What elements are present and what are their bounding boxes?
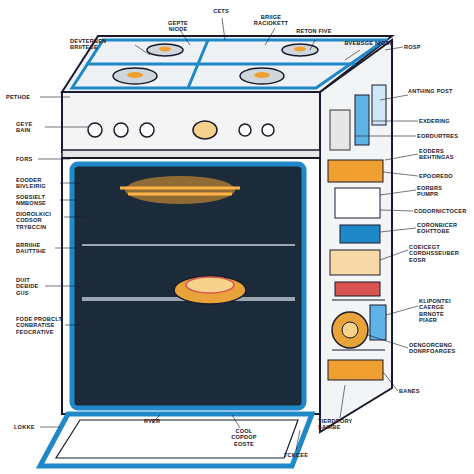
part-label: EXDERING bbox=[419, 118, 469, 124]
part-label: KLIPONTEI CAERGE BRNOTE PIAER bbox=[419, 298, 457, 324]
leader-lines bbox=[38, 18, 418, 450]
control-knobs bbox=[88, 123, 274, 137]
part-label: COOL COPDOP EOSTE bbox=[222, 428, 266, 447]
internal-components bbox=[328, 85, 386, 380]
part-label: BVEBSGE NIODE bbox=[344, 40, 394, 46]
cooktop bbox=[62, 36, 392, 92]
part-label: OENGORCBNG DONRFOARGES bbox=[409, 342, 471, 355]
part-label: EOODER BIVLEIRIG bbox=[16, 177, 60, 190]
part-label: FORS bbox=[16, 156, 40, 162]
part-label: RVER bbox=[144, 418, 174, 424]
part-label: TIERDRORY SAIRBE bbox=[318, 418, 362, 431]
part-label: ANTHING POST bbox=[408, 88, 470, 94]
heating-glow bbox=[125, 176, 235, 204]
pie bbox=[186, 277, 234, 293]
part-label: FODE PROBCLT CONBRATISE FEOCRATIVE bbox=[16, 316, 65, 335]
part-label: ROSP bbox=[404, 44, 434, 50]
burners bbox=[113, 44, 318, 84]
oven-door bbox=[40, 414, 312, 466]
timer-dial bbox=[193, 121, 217, 139]
part-label: CODORNICTOCER bbox=[414, 208, 470, 214]
heating-element bbox=[120, 188, 240, 194]
side-panel bbox=[320, 40, 392, 432]
part-label: CETS bbox=[208, 8, 234, 14]
part-label: BANES bbox=[399, 388, 439, 394]
part-label: EORDURTRES bbox=[417, 133, 469, 139]
door-glass bbox=[56, 420, 298, 458]
part-label: DEVTERBEN BRIITEGE bbox=[70, 38, 136, 51]
part-label: EPOOREDO bbox=[419, 173, 469, 179]
part-label: BRRIIHE DAUTTIHE bbox=[16, 242, 56, 255]
cooktop-rim bbox=[72, 40, 385, 88]
part-label: TCKCEE bbox=[284, 452, 320, 458]
part-label: GEPTE NIODE bbox=[160, 20, 196, 33]
part-label: EODERS BEHTINGAS bbox=[419, 148, 467, 161]
part-label: COEICEGT CORDHSSEUBER EOSR bbox=[409, 244, 467, 263]
part-label: LOKKE bbox=[14, 424, 44, 430]
part-label: DUIT DEBIDE GUS bbox=[16, 277, 46, 296]
part-label: BRIIGE RACIOKETT bbox=[246, 14, 296, 27]
part-label: CORONBICER EOHTTOBE bbox=[417, 222, 469, 235]
burner-grates bbox=[86, 40, 355, 88]
door-handle bbox=[62, 150, 320, 158]
part-label: GEYE BAIN bbox=[16, 121, 46, 134]
part-label: RETON FIVE bbox=[296, 28, 332, 34]
control-panel bbox=[62, 92, 320, 152]
oven-cavity bbox=[72, 164, 304, 408]
part-label: PETHOE bbox=[6, 94, 42, 100]
part-label: SOBSIELT NMBONSE bbox=[16, 194, 60, 207]
oven-frame bbox=[62, 158, 320, 414]
part-label: EORBRS PUMPR bbox=[417, 185, 457, 198]
part-label: DIOROLKICI CODSOR TRYBCCIN bbox=[16, 211, 64, 230]
baking-dish bbox=[174, 276, 246, 304]
